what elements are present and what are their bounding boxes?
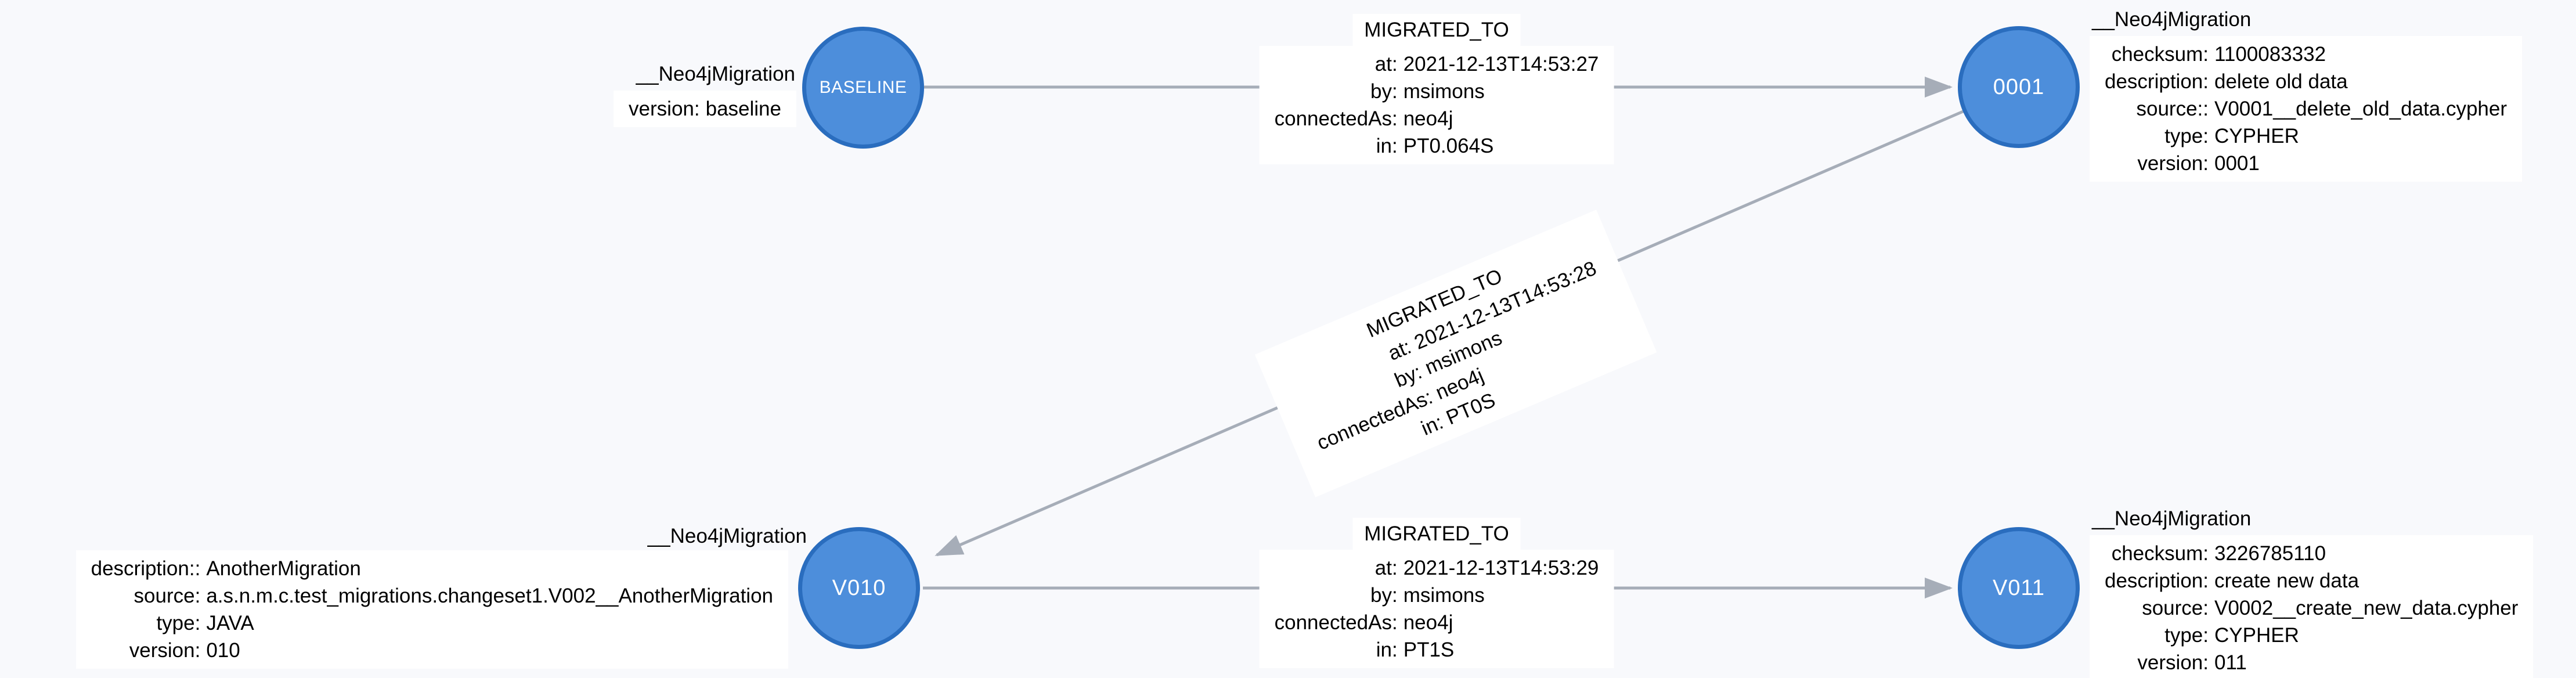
node-v011[interactable]: V011 bbox=[1958, 527, 2080, 649]
node-baseline-props: version:baseline bbox=[614, 91, 796, 127]
node-baseline-label: __Neo4jMigration bbox=[636, 63, 795, 85]
prop-key: description: bbox=[2105, 569, 2209, 592]
node-caption: BASELINE bbox=[819, 78, 907, 97]
relationship-type-label[interactable]: MIGRATED_TO bbox=[1352, 14, 1521, 46]
prop-key: version: bbox=[2137, 651, 2209, 674]
prop-key: at: bbox=[1374, 53, 1398, 75]
prop-key: version: bbox=[2137, 152, 2209, 175]
prop-value: neo4j bbox=[1403, 611, 1453, 634]
node-baseline[interactable]: BASELINE bbox=[802, 27, 924, 149]
node-v010[interactable]: V010 bbox=[798, 527, 920, 649]
prop-value: a.s.n.m.c.test_migrations.changeset1.V00… bbox=[206, 585, 773, 607]
prop-key: in: bbox=[1376, 135, 1398, 157]
prop-value: CYPHER bbox=[2214, 125, 2299, 147]
prop-value: msimons bbox=[1403, 80, 1485, 103]
prop-key: in: bbox=[1376, 639, 1398, 661]
prop-key: connectedAs: bbox=[1274, 611, 1398, 634]
prop-key: source:: bbox=[2136, 98, 2209, 120]
prop-value: 011 bbox=[2214, 651, 2247, 674]
prop-value: 010 bbox=[206, 639, 240, 662]
prop-value: JAVA bbox=[206, 612, 254, 634]
prop-key: version: bbox=[129, 639, 201, 662]
prop-key: type: bbox=[2164, 125, 2209, 147]
edge-label-migrated-to-3: MIGRATED_TO at:2021-12-13T14:53:29 by:ms… bbox=[1259, 518, 1614, 668]
relationship-type-label[interactable]: MIGRATED_TO bbox=[1352, 518, 1521, 550]
node-v010-props: description::AnotherMigration source:a.s… bbox=[75, 550, 788, 669]
prop-key: type: bbox=[156, 612, 201, 634]
node-v011-label: __Neo4jMigration bbox=[2092, 507, 2252, 530]
prop-value: CYPHER bbox=[2214, 624, 2299, 647]
prop-value: AnotherMigration bbox=[206, 557, 361, 580]
prop-value: baseline bbox=[705, 98, 781, 120]
prop-key: description: bbox=[2105, 70, 2209, 93]
prop-value: PT0.064S bbox=[1403, 135, 1494, 157]
prop-key: connectedAs: bbox=[1274, 107, 1398, 130]
prop-key: at: bbox=[1374, 557, 1398, 579]
prop-value: create new data bbox=[2214, 569, 2359, 592]
prop-key: version: bbox=[629, 98, 700, 120]
prop-value: V0002__create_new_data.cypher bbox=[2214, 597, 2519, 619]
prop-key: checksum: bbox=[2111, 43, 2209, 66]
node-v010-label: __Neo4jMigration bbox=[647, 525, 807, 547]
prop-value: V0001__delete_old_data.cypher bbox=[2214, 98, 2508, 120]
prop-value: 2021-12-13T14:53:29 bbox=[1403, 557, 1599, 579]
prop-key: by: bbox=[1370, 80, 1398, 103]
edge-props: at:2021-12-13T14:53:27 by:msimons connec… bbox=[1259, 46, 1614, 164]
prop-value: 2021-12-13T14:53:27 bbox=[1403, 53, 1599, 75]
prop-key: checksum: bbox=[2111, 542, 2209, 565]
prop-value: 3226785110 bbox=[2214, 542, 2326, 565]
edge-label-migrated-to-1: MIGRATED_TO at:2021-12-13T14:53:27 by:ms… bbox=[1259, 14, 1614, 164]
prop-value: delete old data bbox=[2214, 70, 2348, 93]
edge-props: at:2021-12-13T14:53:29 by:msimons connec… bbox=[1259, 550, 1614, 668]
prop-key: source: bbox=[2142, 597, 2209, 619]
prop-key: type: bbox=[2164, 624, 2209, 647]
prop-key: by: bbox=[1370, 584, 1398, 607]
prop-value: msimons bbox=[1403, 584, 1485, 607]
node-0001-props: checksum:1100083332 description:delete o… bbox=[2090, 36, 2523, 182]
node-caption: 0001 bbox=[1993, 74, 2045, 99]
node-caption: V010 bbox=[832, 575, 886, 600]
prop-value: 1100083332 bbox=[2214, 43, 2326, 66]
node-0001[interactable]: 0001 bbox=[1958, 26, 2080, 148]
prop-value: neo4j bbox=[1403, 107, 1453, 130]
prop-value: PT1S bbox=[1403, 639, 1455, 661]
prop-value: 0001 bbox=[2214, 152, 2260, 175]
node-0001-label: __Neo4jMigration bbox=[2092, 8, 2252, 31]
node-caption: V011 bbox=[1993, 575, 2045, 600]
node-v011-props: checksum:3226785110 description:create n… bbox=[2090, 535, 2534, 678]
prop-key: description:: bbox=[91, 557, 201, 580]
prop-key: source: bbox=[134, 585, 201, 607]
